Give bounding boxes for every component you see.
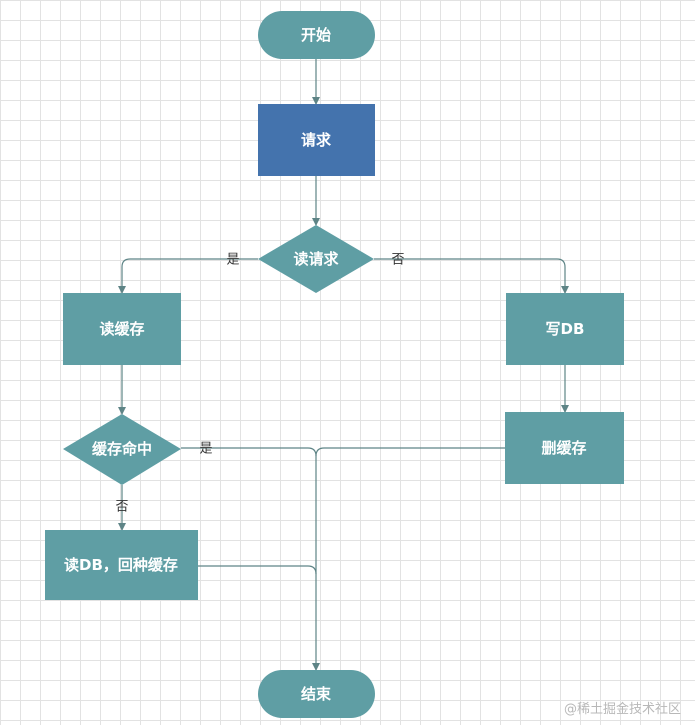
request-node-label: 请求 [301,131,332,149]
hit-yes-label: 是 [199,442,212,457]
read-yes-label: 是 [226,253,239,268]
read-request-label: 读请求 [293,250,339,268]
edge-read-request-yes [118,258,258,294]
read-db-backfill-node [45,530,198,600]
watermark: @稀土掘金技术社区 [563,702,681,717]
start-node [258,11,375,59]
cache-hit-label: 缓存命中 [92,440,152,458]
delete-cache-label: 删缓存 [541,439,586,457]
delete-cache-node [505,412,624,484]
read-cache-node [63,293,181,365]
edge-read-request-no [374,258,569,294]
end-node-label: 结束 [301,685,332,703]
read-db-backfill-label: 读DB，回种缓存 [64,556,178,574]
cache-hit-decision [63,414,181,485]
edge-hit-yes [181,447,320,671]
edge-delete-end [315,447,505,457]
read-no-label: 否 [391,253,404,268]
start-node-label: 开始 [301,26,331,44]
write-db-label: 写DB [546,320,585,338]
read-request-decision [258,225,374,293]
write-db-node [506,293,624,365]
request-node [258,104,375,176]
hit-no-label: 否 [115,500,128,515]
read-cache-label: 读缓存 [99,320,144,338]
end-node [258,670,375,718]
edge-backfill-end [198,565,317,575]
